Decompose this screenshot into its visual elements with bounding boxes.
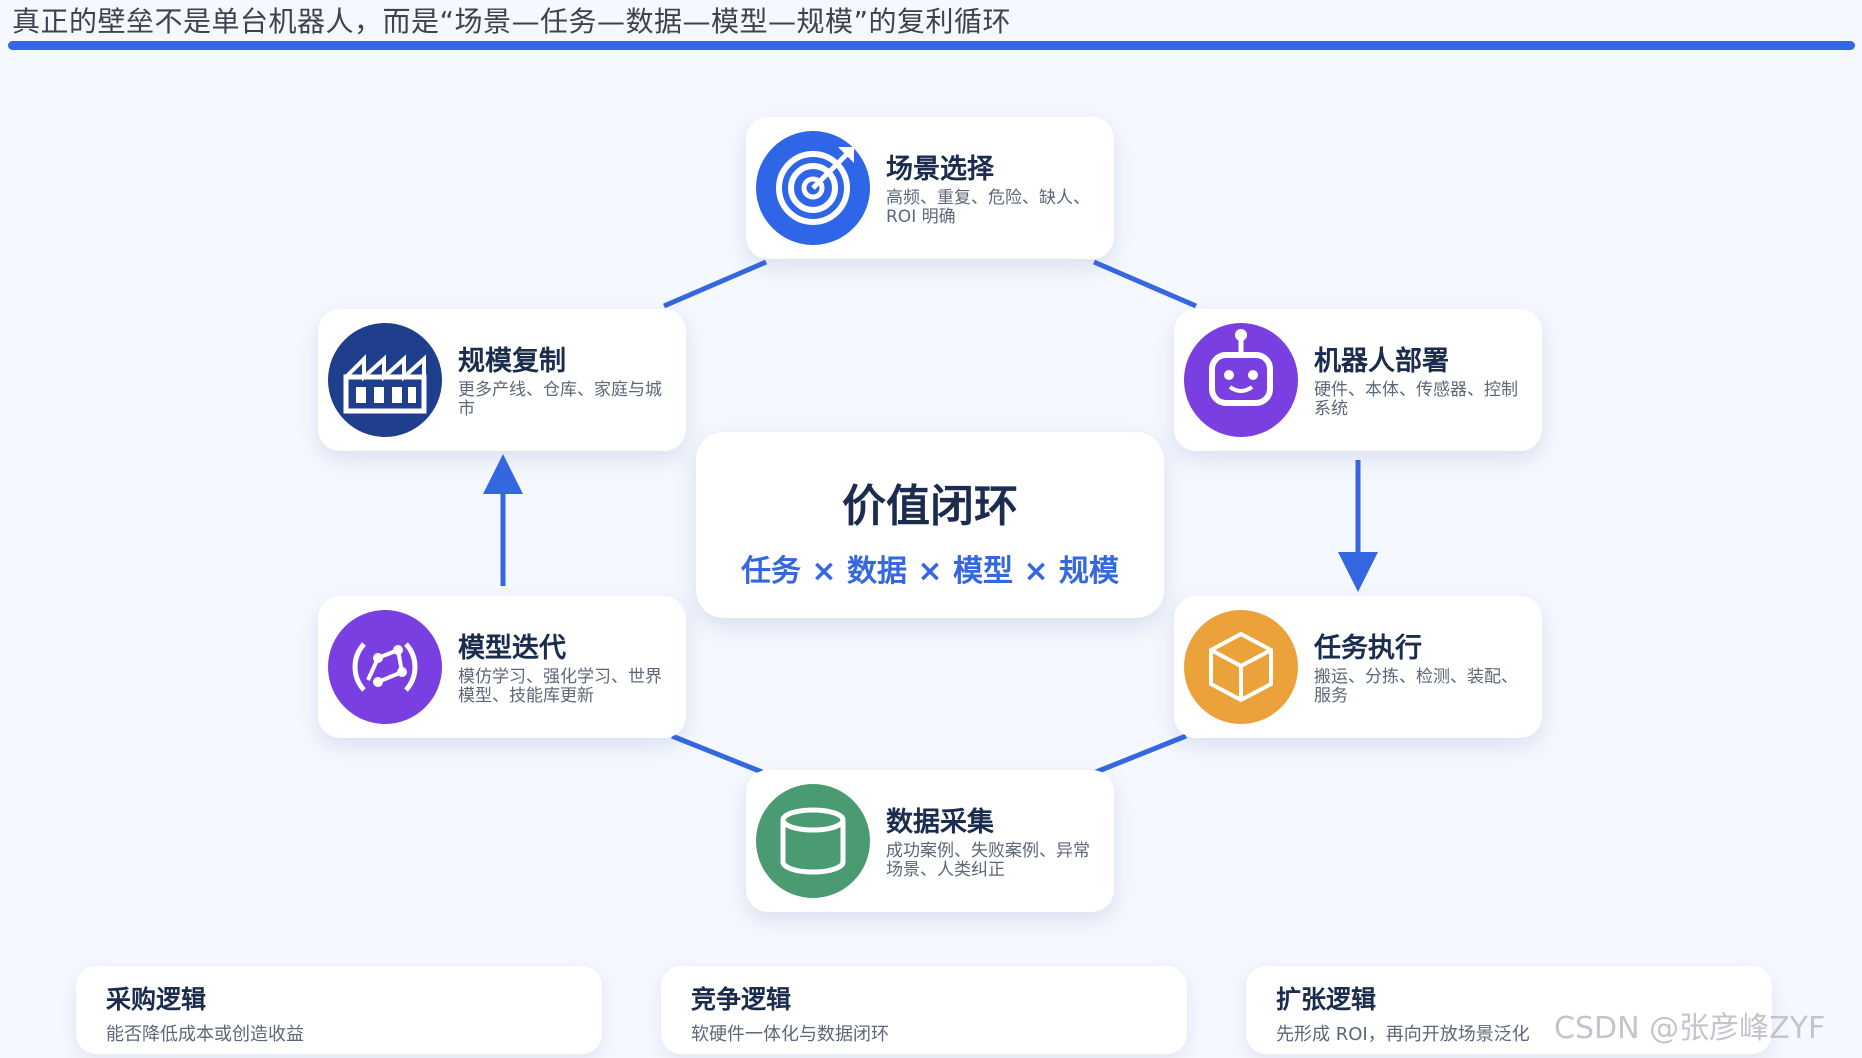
node-scale-replication[interactable]: 规模复制 更多产线、仓库、家庭与城市 — [318, 309, 686, 451]
page-title: 真正的壁垒不是单台机器人，而是“场景—任务—数据—模型—规模”的复利循环 — [12, 5, 1012, 38]
connector-scene-scale — [663, 259, 767, 309]
header-divider — [8, 41, 1855, 50]
watermark: CSDN @张彦峰ZYF — [1554, 1011, 1826, 1046]
node-title: 规模复制 — [458, 346, 566, 377]
node-description: 高频、重复、危险、缺人、ROI 明确 — [886, 188, 1090, 227]
model-loop-icon — [328, 610, 442, 724]
node-title: 模型迭代 — [458, 633, 566, 664]
node-description: 更多产线、仓库、家庭与城市 — [458, 380, 662, 419]
footer-card-procurement: 采购逻辑 能否降低成本或创造收益 — [76, 966, 602, 1054]
node-title: 场景选择 — [886, 154, 994, 185]
node-robot-deployment[interactable]: 机器人部署 硬件、本体、传感器、控制系统 — [1174, 309, 1542, 451]
footer-description: 软硬件一体化与数据闭环 — [691, 1024, 889, 1045]
footer-title: 采购逻辑 — [106, 985, 207, 1014]
node-data-collection[interactable]: 数据采集 成功案例、失败案例、异常场景、人类纠正 — [746, 770, 1114, 912]
node-task-execution[interactable]: 任务执行 搬运、分拣、检测、装配、服务 — [1174, 596, 1542, 738]
node-scene-selection[interactable]: 场景选择 高频、重复、危险、缺人、ROI 明确 — [746, 117, 1114, 259]
node-description: 硬件、本体、传感器、控制系统 — [1314, 380, 1518, 419]
value-loop-center: 价值闭环 任务 × 数据 × 模型 × 规模 — [696, 432, 1164, 618]
cube-icon — [1184, 610, 1298, 724]
node-model-iteration[interactable]: 模型迭代 模仿学习、强化学习、世界模型、技能库更新 — [318, 596, 686, 738]
connector-data-model — [671, 733, 763, 775]
robot-icon — [1184, 323, 1298, 437]
footer-title: 扩张逻辑 — [1276, 985, 1377, 1014]
center-formula: 任务 × 数据 × 模型 × 规模 — [740, 554, 1120, 589]
center-title: 价值闭环 — [842, 481, 1018, 532]
footer-title: 竞争逻辑 — [691, 985, 792, 1014]
node-description: 模仿学习、强化学习、世界模型、技能库更新 — [458, 667, 662, 706]
node-title: 任务执行 — [1314, 633, 1422, 664]
node-description: 搬运、分拣、检测、装配、服务 — [1314, 667, 1518, 706]
footer-description: 能否降低成本或创造收益 — [106, 1024, 304, 1045]
target-icon — [756, 131, 870, 245]
node-title: 机器人部署 — [1314, 346, 1449, 377]
connector-scene-robot — [1093, 259, 1197, 309]
footer-description: 先形成 ROI，再向开放场景泛化 — [1276, 1024, 1530, 1045]
database-icon — [756, 784, 870, 898]
factory-icon — [328, 323, 442, 437]
footer-card-expansion: 扩张逻辑 先形成 ROI，再向开放场景泛化 — [1246, 966, 1772, 1054]
connector-task-data — [1095, 733, 1187, 775]
node-title: 数据采集 — [886, 807, 994, 838]
footer-card-competition: 竞争逻辑 软硬件一体化与数据闭环 — [661, 966, 1187, 1054]
node-description: 成功案例、失败案例、异常场景、人类纠正 — [886, 841, 1090, 880]
